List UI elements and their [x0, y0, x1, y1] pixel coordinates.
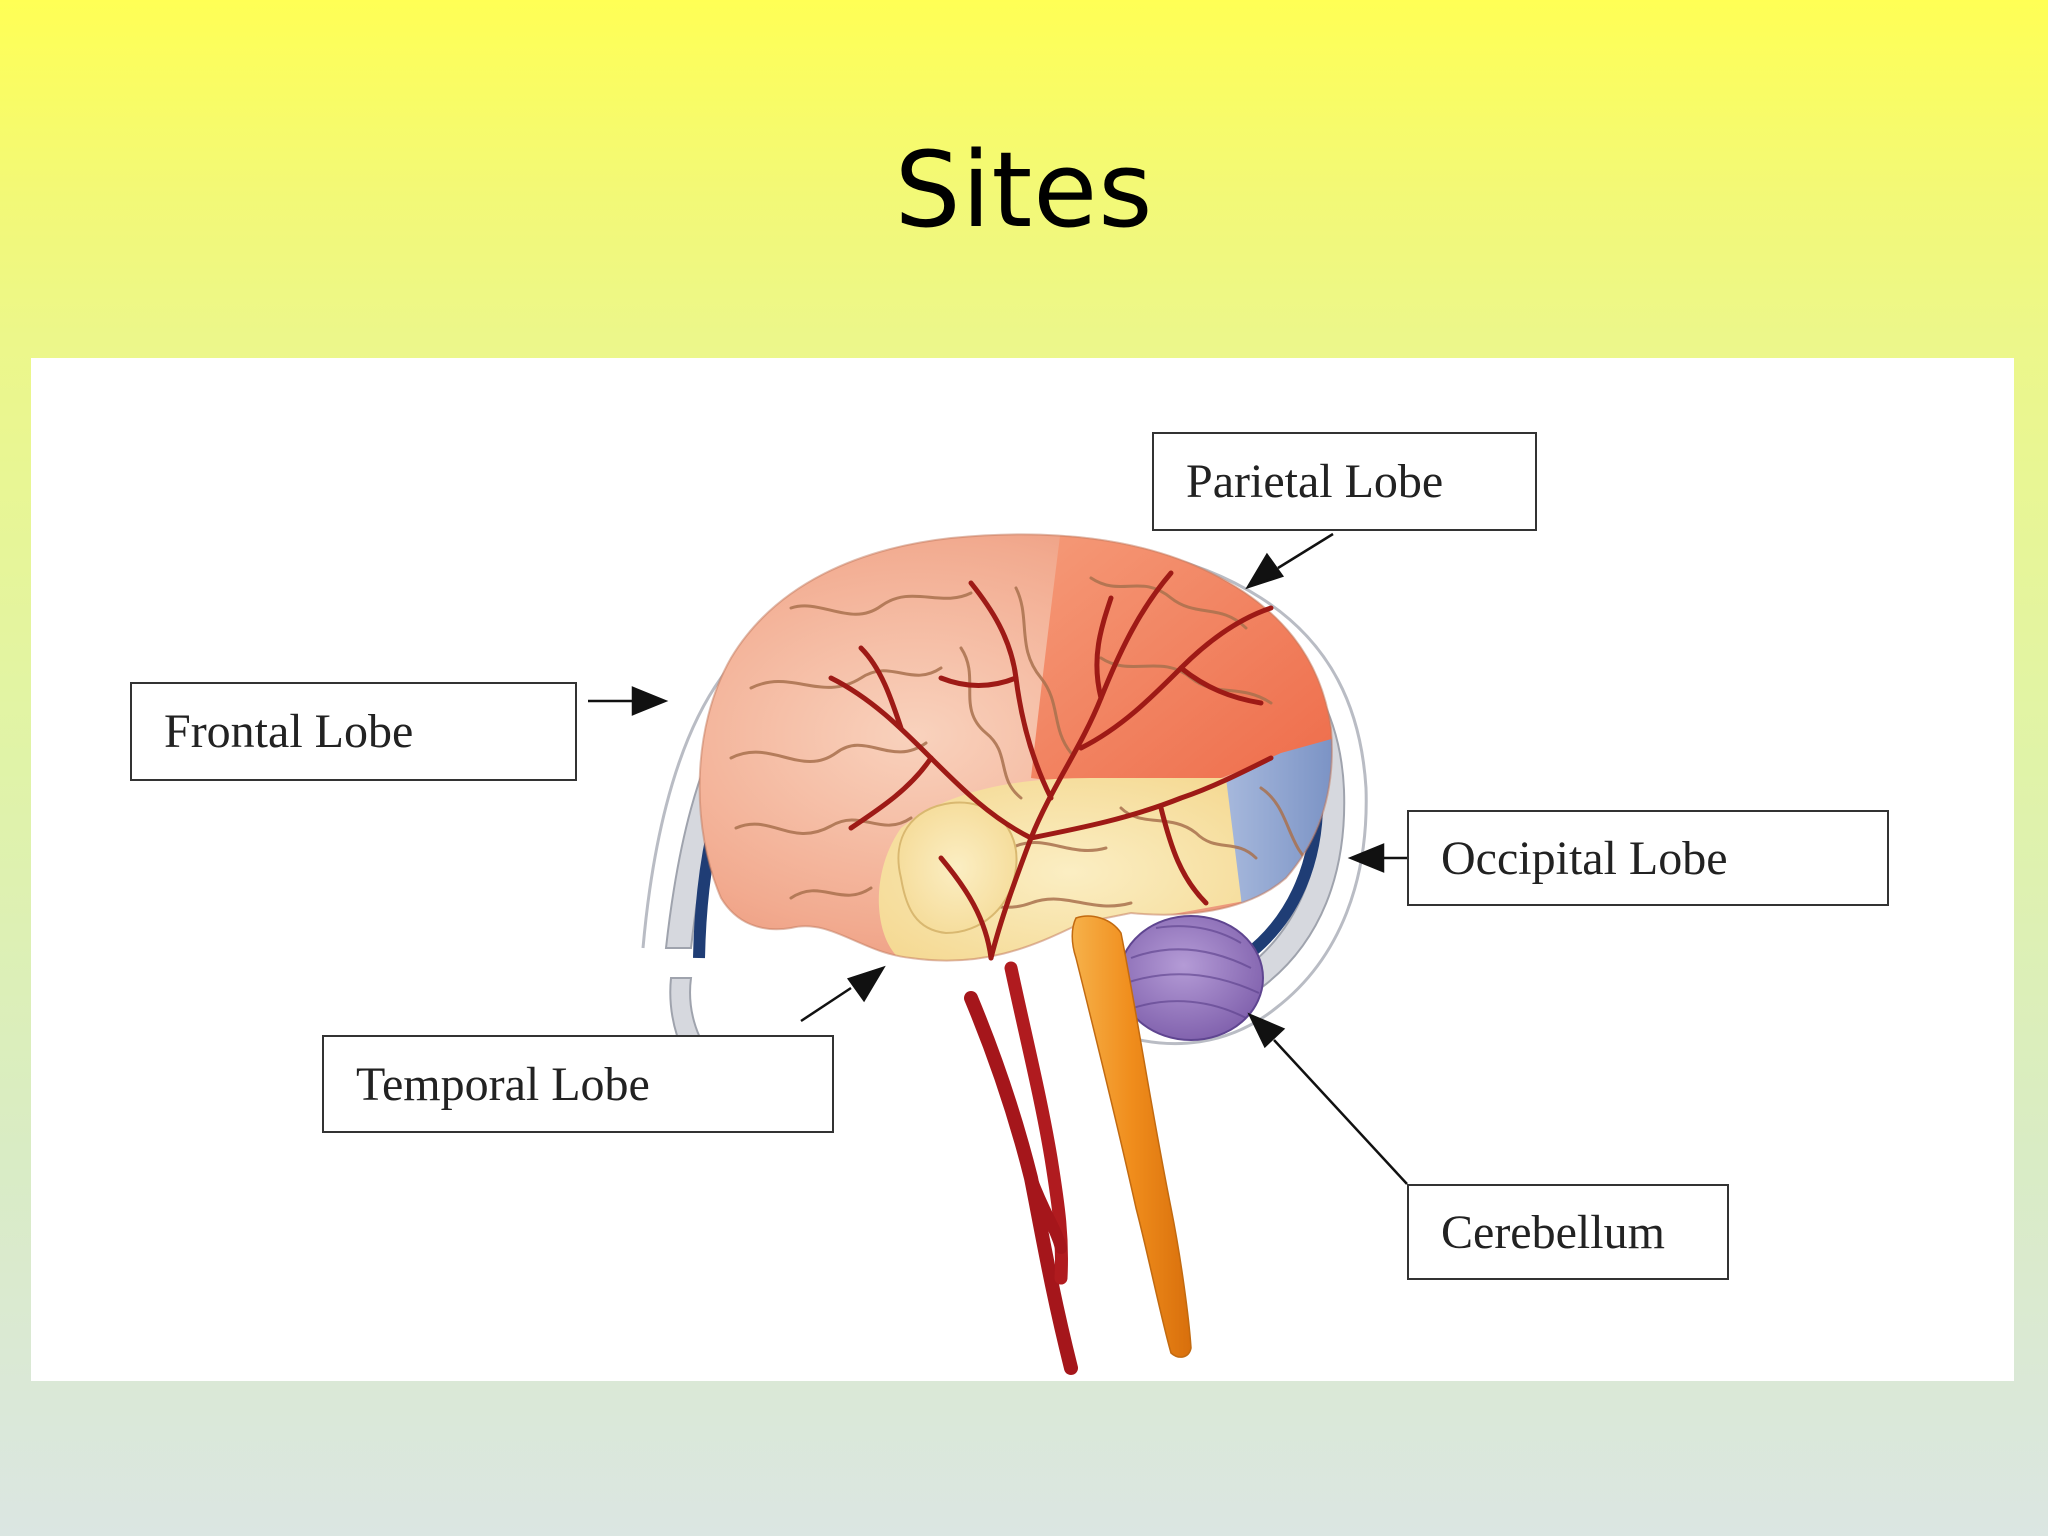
label-frontal-lobe: Frontal Lobe [130, 682, 577, 781]
label-temporal-lobe: Temporal Lobe [322, 1035, 834, 1133]
slide-title: Sites [894, 129, 1154, 251]
brain-outline [698, 533, 1333, 962]
pointer-arrows [588, 532, 1408, 1185]
temporal-pole [897, 801, 1018, 935]
brain-illustration [588, 532, 1408, 1375]
label-parietal-lobe: Parietal Lobe [1152, 432, 1537, 531]
label-cerebellum: Cerebellum [1407, 1184, 1729, 1280]
brainstem [1071, 915, 1192, 1358]
surface-vessels [828, 570, 1274, 961]
label-occipital-lobe: Occipital Lobe [1407, 810, 1889, 906]
brain-diagram-panel: Parietal Lobe Frontal Lobe Occipital Lob… [31, 358, 2014, 1381]
